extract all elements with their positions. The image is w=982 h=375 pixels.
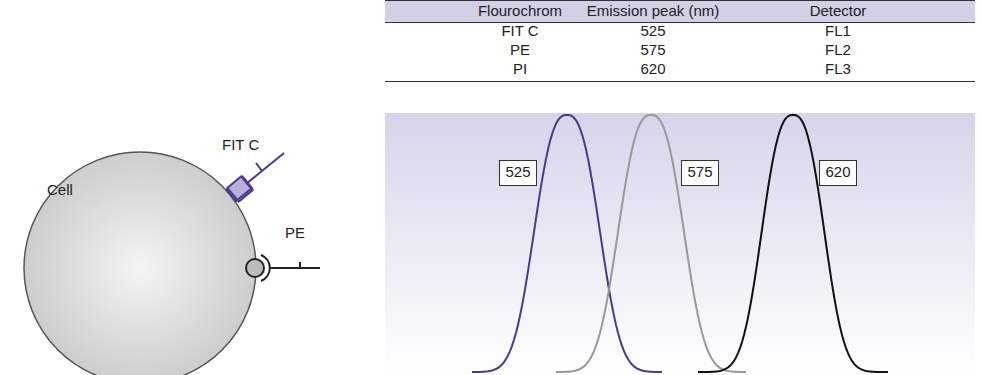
table-cell: FL1	[825, 22, 851, 40]
wavelength-label: 575	[682, 163, 717, 181]
wavelength-label: 525	[500, 163, 535, 181]
pe-antibody	[246, 255, 320, 281]
emission-curves	[472, 115, 888, 372]
table-cell: Flourochrom	[478, 2, 562, 20]
fitc-antibody	[226, 153, 284, 202]
emission-curve	[556, 115, 746, 372]
callout-label: FIT C	[222, 136, 259, 154]
wavelength-label: 620	[820, 163, 855, 181]
callout-label: Cell	[47, 181, 73, 199]
table-cell: PE	[510, 41, 530, 59]
spectrum-panel	[385, 113, 975, 375]
table-cell: 575	[640, 41, 665, 59]
table-cell: FIT C	[501, 22, 538, 40]
table-cell: PI	[513, 60, 527, 78]
emission-curve	[472, 115, 662, 372]
table-rule	[385, 0, 975, 1]
wavelength-box: 525	[499, 160, 536, 186]
table-cell: 525	[640, 22, 665, 40]
table-cell: Detector	[810, 2, 867, 20]
wavelength-box: 620	[819, 160, 856, 186]
table-rule	[385, 22, 975, 23]
table-cell: FL3	[825, 60, 851, 78]
table-cell: 620	[640, 60, 665, 78]
wavelength-box: 575	[681, 160, 718, 186]
table-cell: Emission peak (nm)	[587, 2, 720, 20]
table-rule	[385, 81, 975, 82]
cell-body	[24, 152, 256, 375]
table-header	[385, 0, 975, 22]
emission-curve	[698, 115, 888, 372]
table-cell: FL2	[825, 41, 851, 59]
callout-label: PE	[285, 224, 305, 242]
